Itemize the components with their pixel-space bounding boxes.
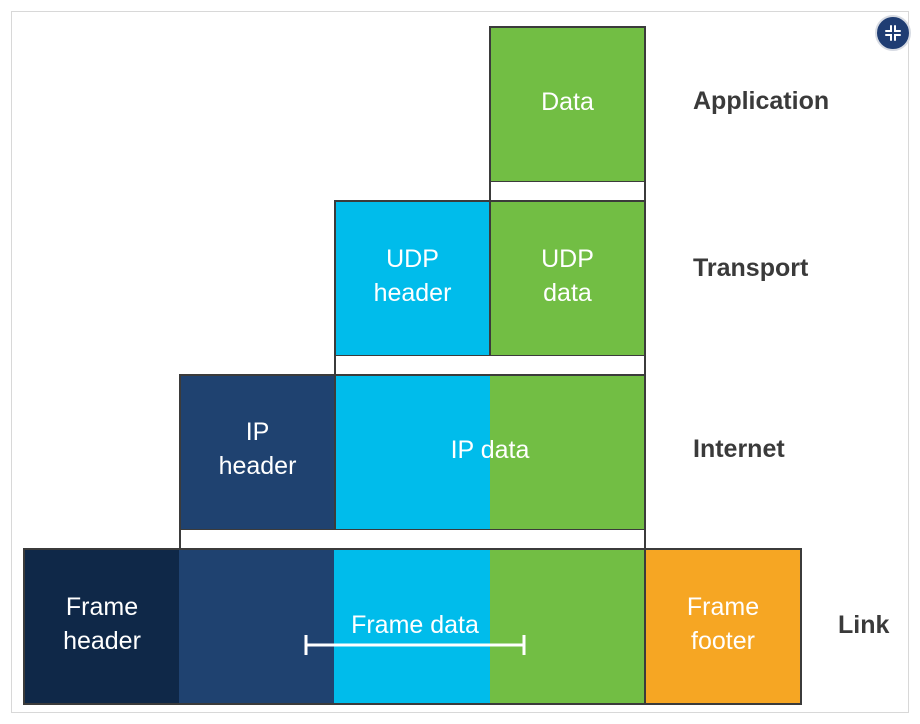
layer-label-transport: Transport <box>693 254 809 282</box>
diagram-frame <box>11 11 909 713</box>
frame-footer-label: Frame footer <box>686 593 760 655</box>
ip-header-label: IP header <box>218 418 297 480</box>
frame-header-block <box>23 548 181 705</box>
layer-label-internet: Internet <box>693 435 785 463</box>
udp-data-label: UDP data <box>541 245 594 307</box>
ip-data-block <box>334 374 646 531</box>
layer-label-application: Application <box>693 87 830 115</box>
frame-footer-block <box>644 548 802 705</box>
fullscreen-toggle-button[interactable] <box>875 15 911 51</box>
udp-header-block <box>334 200 491 357</box>
encapsulation-connector <box>489 182 646 202</box>
collapse-arrows-icon <box>885 25 901 41</box>
encapsulation-connector <box>179 530 646 550</box>
udp-header-label: UDP header <box>373 245 452 307</box>
frame-data-span-bracket <box>304 635 526 655</box>
layer-label-link: Link <box>838 611 890 639</box>
application-data-label: Data <box>541 88 594 116</box>
frame-header-label: Frame header <box>63 593 141 655</box>
frame-data-block <box>179 548 646 705</box>
encapsulation-connector <box>334 356 646 376</box>
ip-data-label: IP data <box>450 436 530 464</box>
frame-data-label: Frame data <box>351 611 479 639</box>
